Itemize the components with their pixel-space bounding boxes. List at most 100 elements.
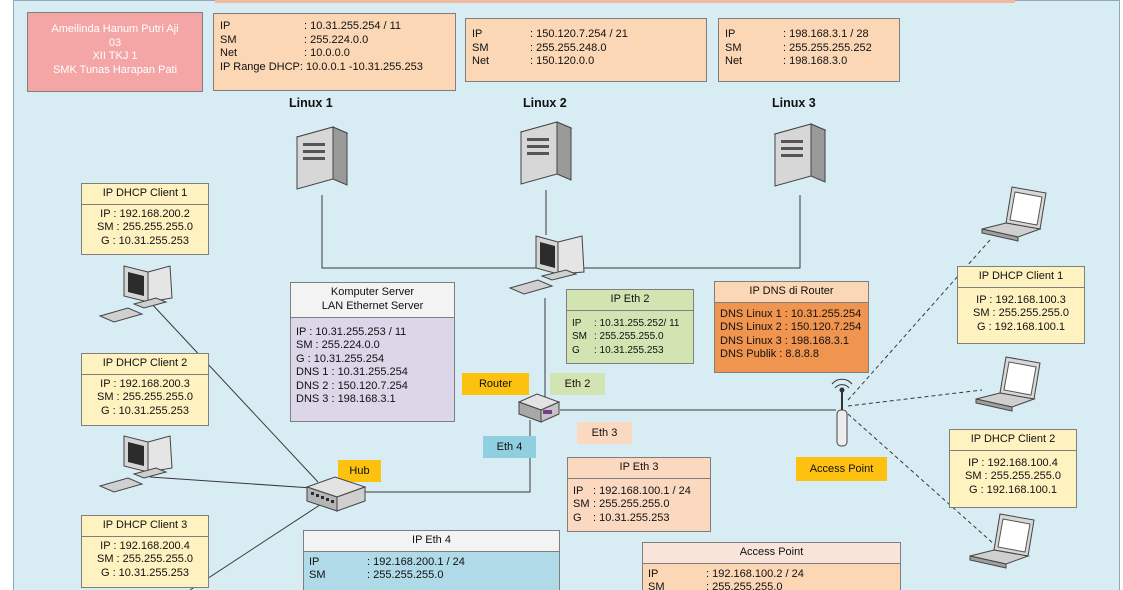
dns-linux3: DNS Linux 3 : 198.168.3.1 bbox=[720, 334, 850, 347]
linux3-info-box: IP : 198.168.3.1 / 28 SM : 255.255.255.252… bbox=[718, 18, 900, 82]
linux1-range-label: IP Range DHCP bbox=[220, 60, 300, 73]
eth4-sm: : 255.255.255.0 bbox=[367, 569, 444, 582]
linux2-sm: : 255.255.248.0 bbox=[530, 41, 607, 54]
ap-sm: : 255.255.255.0 bbox=[706, 581, 783, 590]
left-client1-gw: G : 10.31.255.253 bbox=[100, 234, 190, 247]
author-school: SMK Tunas Harapan Pati bbox=[52, 63, 178, 76]
linux2-title: Linux 2 bbox=[523, 96, 567, 110]
server-pc-icon bbox=[508, 235, 585, 295]
right-client2-box: IP DHCP Client 2 IP : 192.168.100.4 SM :… bbox=[949, 429, 1077, 508]
linux3-net-label: Net bbox=[725, 55, 743, 67]
server-sm: SM : 255.224.0.0 bbox=[296, 339, 380, 351]
left-client1-ip: IP : 192.168.200.2 bbox=[100, 207, 190, 220]
laptop1-icon bbox=[981, 186, 1047, 242]
wire-client1-hub bbox=[149, 301, 319, 483]
linux3-sm: : 255.255.255.252 bbox=[783, 41, 872, 54]
linux1-net-label: Net bbox=[220, 47, 238, 59]
server-dns3: DNS 3 : 198.168.3.1 bbox=[296, 393, 396, 405]
author-box: Ameilinda Hanum Putri Aji 03 XII TKJ 1 S… bbox=[27, 12, 203, 92]
linux3-title: Linux 3 bbox=[772, 96, 816, 110]
linux1-title: Linux 1 bbox=[289, 96, 333, 110]
eth3-ip-label: IP bbox=[573, 484, 584, 497]
right-client1-gw: G : 192.168.100.1 bbox=[976, 320, 1066, 333]
dns-linux2: DNS Linux 2 : 150.120.7.254 bbox=[720, 321, 862, 334]
dns-router-box: IP DNS di Router DNS Linux 1 : 10.31.255… bbox=[714, 281, 869, 373]
eth4-tag: Eth 4 bbox=[483, 436, 536, 458]
linux3-net: : 198.168.3.0 bbox=[783, 55, 848, 67]
server-ip: IP : 10.31.255.253 / 11 bbox=[296, 325, 407, 338]
left-client3-ip: IP : 192.168.200.4 bbox=[100, 539, 190, 552]
laptop3-icon bbox=[969, 513, 1035, 569]
linux1-net: : 10.0.0.0 bbox=[304, 47, 350, 59]
router-icon bbox=[517, 393, 561, 423]
right-client2-sm: SM : 255.255.255.0 bbox=[964, 470, 1061, 483]
right-client2-title: IP DHCP Client 2 bbox=[950, 430, 1076, 451]
left-client3-title: IP DHCP Client 3 bbox=[82, 516, 208, 537]
access-point-title: Access Point bbox=[643, 543, 900, 564]
server-gw: G : 10.31.255.254 bbox=[296, 352, 385, 365]
author-class: XII TKJ 1 bbox=[92, 50, 138, 62]
left-client2-gw: G : 10.31.255.253 bbox=[100, 404, 190, 417]
ap-ip-label: IP bbox=[648, 567, 659, 580]
eth2-sm-label: SM bbox=[572, 331, 587, 343]
access-point-tag: Access Point bbox=[796, 457, 887, 481]
eth4-ip: : 192.168.200.1 / 24 bbox=[367, 555, 465, 568]
access-point-box: Access Point IP : 192.168.100.2 / 24 SM : … bbox=[642, 542, 901, 590]
left-client3-gw: G : 10.31.255.253 bbox=[100, 566, 190, 579]
eth3-ip: : 192.168.100.1 / 24 bbox=[593, 484, 691, 497]
eth2-ip: : 10.31.255.252/ 11 bbox=[594, 317, 680, 329]
linux3-server-icon bbox=[773, 123, 827, 187]
server-lan-box: Komputer Server LAN Ethernet Server IP :… bbox=[290, 282, 455, 422]
ap-ip: : 192.168.100.2 / 24 bbox=[706, 567, 804, 580]
linux3-ip: : 198.168.3.1 / 28 bbox=[783, 28, 869, 40]
linux3-ip-label: IP bbox=[725, 28, 736, 40]
eth2-title: IP Eth 2 bbox=[567, 290, 693, 311]
left-client1-box: IP DHCP Client 1 IP : 192.168.200.2 SM :… bbox=[81, 183, 209, 255]
right-client1-sm: SM : 255.255.255.0 bbox=[972, 307, 1069, 320]
right-client1-box: IP DHCP Client 1 IP : 192.168.100.3 SM :… bbox=[957, 266, 1085, 344]
eth2-sm: : 255.255.255.0 bbox=[594, 331, 664, 343]
server-lan-title2: LAN Ethernet Server bbox=[321, 299, 424, 312]
eth3-gw-label: G bbox=[573, 511, 582, 524]
wifi-ap-laptop3 bbox=[847, 413, 996, 546]
right-client1-ip: IP : 192.168.100.3 bbox=[976, 293, 1066, 306]
right-client2-gw: G : 192.168.100.1 bbox=[968, 483, 1058, 496]
wire-linux1-switch bbox=[321, 195, 546, 269]
wire-linux3-switch bbox=[580, 195, 801, 269]
eth2-box: IP Eth 2 IP: 10.31.255.252/ 11 SM: 255.2… bbox=[566, 289, 694, 364]
laptop2-icon bbox=[975, 356, 1041, 412]
server-dns1: DNS 1 : 10.31.255.254 bbox=[296, 366, 408, 378]
eth4-box: IP Eth 4 IP : 192.168.200.1 / 24 SM : 255.… bbox=[303, 530, 560, 590]
dns-linux1: DNS Linux 1 : 10.31.255.254 bbox=[720, 307, 862, 320]
left-client1-sm: SM : 255.255.255.0 bbox=[96, 221, 193, 234]
left-client2-sm: SM : 255.255.255.0 bbox=[96, 391, 193, 404]
eth4-sm-label: SM bbox=[309, 569, 326, 582]
author-name: Ameilinda Hanum Putri Aji bbox=[51, 23, 179, 35]
eth4-ip-label: IP bbox=[309, 555, 320, 568]
left-client1-title: IP DHCP Client 1 bbox=[82, 184, 208, 205]
left-client2-ip: IP : 192.168.200.3 bbox=[100, 377, 190, 390]
ap-sm-label: SM bbox=[648, 581, 665, 590]
linux1-ip-label: IP bbox=[220, 20, 231, 32]
wire-client2-hub bbox=[149, 476, 313, 489]
linux1-range: : 10.0.0.1 -10.31.255.253 bbox=[299, 60, 423, 73]
dns-router-title: IP DNS di Router bbox=[715, 282, 868, 303]
right-client1-title: IP DHCP Client 1 bbox=[958, 267, 1084, 288]
linux1-sm-label: SM bbox=[220, 33, 237, 46]
linux2-net-label: Net bbox=[472, 55, 490, 67]
hub-icon bbox=[305, 476, 367, 512]
eth3-sm-label: SM bbox=[573, 498, 590, 511]
server-lan-header: Komputer Server LAN Ethernet Server bbox=[291, 283, 454, 318]
eth3-tag: Eth 3 bbox=[577, 422, 632, 444]
eth4-title: IP Eth 4 bbox=[304, 531, 559, 552]
linux3-sm-label: SM bbox=[725, 41, 742, 54]
author-number: 03 bbox=[108, 36, 122, 49]
left-client2-title: IP DHCP Client 2 bbox=[82, 354, 208, 375]
linux2-info-box: IP: 150.120.7.254 / 21 SM: 255.255.248.0… bbox=[465, 18, 707, 82]
left-client2-box: IP DHCP Client 2 IP : 192.168.200.3 SM :… bbox=[81, 353, 209, 426]
access-point-icon bbox=[831, 378, 853, 447]
linux2-server-icon bbox=[519, 121, 573, 185]
top-band bbox=[215, 0, 1015, 3]
